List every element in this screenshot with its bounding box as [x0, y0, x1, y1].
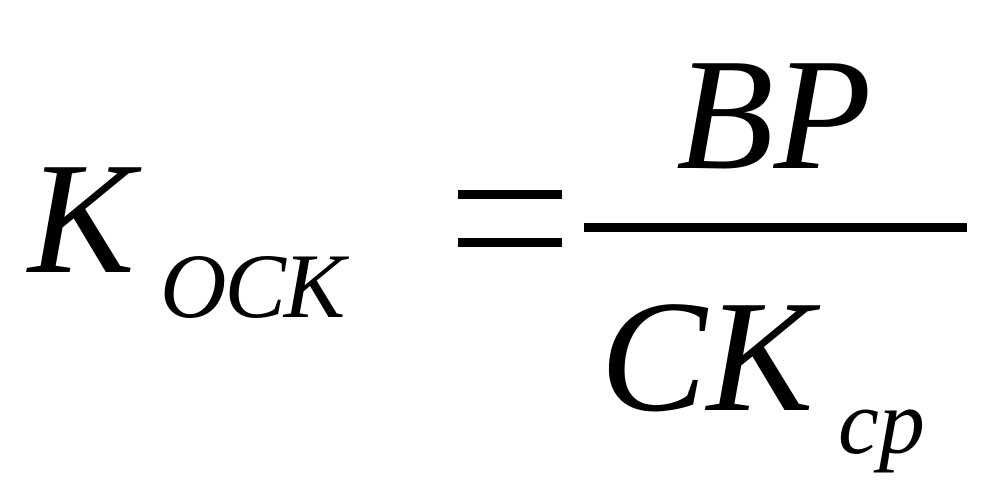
lhs-subscript: OCK	[160, 235, 345, 337]
fraction-denominator-symbol: CK	[600, 267, 814, 445]
equals-sign-top-bar	[458, 190, 562, 199]
equals-sign-bottom-bar	[458, 238, 562, 247]
lhs-symbol: K	[28, 129, 135, 307]
fraction-bar	[584, 223, 967, 232]
fraction-denominator-subscript: cp	[838, 371, 925, 473]
fraction-numerator: BP	[676, 25, 872, 203]
